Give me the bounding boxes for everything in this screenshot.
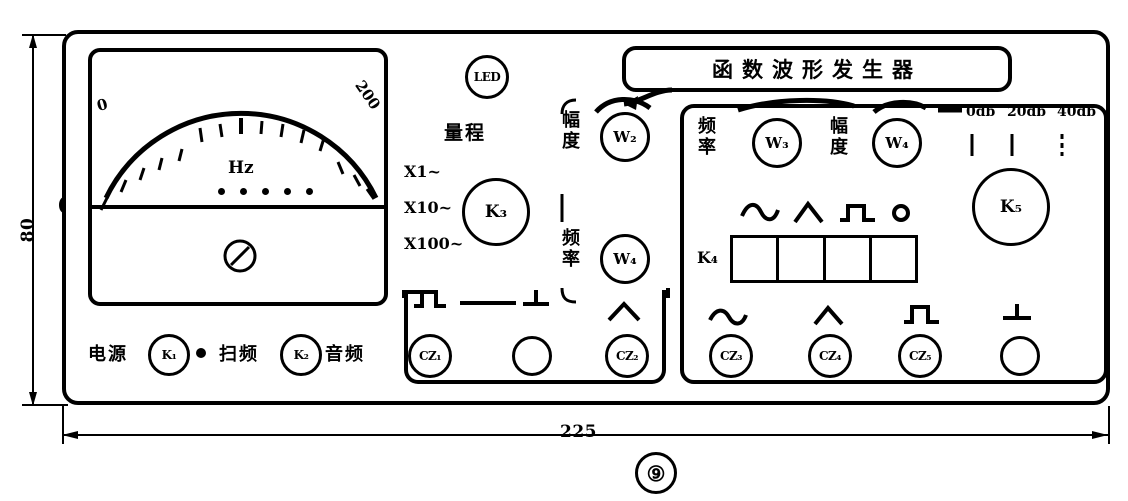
w2-label: W₂ bbox=[613, 128, 637, 146]
triangle-wave-icon bbox=[793, 200, 824, 224]
amplitude-pot-w2[interactable]: W₂ bbox=[600, 112, 650, 162]
ground-icon bbox=[523, 290, 549, 306]
waveform-selector-k4[interactable] bbox=[730, 235, 918, 283]
dim-height-label: 80 bbox=[18, 217, 38, 243]
attenuator-dash bbox=[938, 107, 962, 113]
w3-label: W₃ bbox=[765, 134, 789, 152]
output-jack-cz3[interactable]: CZ₃ bbox=[709, 334, 753, 378]
sweep-label: 扫频 bbox=[219, 344, 259, 365]
left-label-bracket bbox=[560, 98, 577, 304]
meter-dot bbox=[240, 188, 247, 195]
w4-range-arc bbox=[872, 100, 928, 115]
left-output-section bbox=[404, 290, 666, 384]
dim-ext-top bbox=[22, 34, 66, 36]
attenuator-knob-k5[interactable]: K₅ bbox=[972, 168, 1050, 246]
k4-button-sine[interactable] bbox=[733, 238, 780, 280]
sine-wave-icon bbox=[708, 308, 748, 326]
power-indicator-dot bbox=[196, 348, 206, 358]
power-label: 电源 bbox=[88, 344, 128, 365]
frequency-pot-w3[interactable]: W₃ bbox=[752, 118, 802, 168]
k5-label: K₅ bbox=[999, 197, 1023, 217]
triangle-wave-icon bbox=[813, 304, 844, 326]
amplitude-pot-w4[interactable]: W₄ bbox=[872, 118, 922, 168]
dim-width-label: 225 bbox=[560, 422, 597, 442]
meter-scale-arc bbox=[99, 110, 379, 211]
attenuator-ticks bbox=[970, 134, 1064, 156]
right-frequency-label: 频率 bbox=[695, 116, 716, 158]
left-frequency-label: 频率 bbox=[559, 228, 580, 270]
range-option-x1: X1~ bbox=[404, 162, 441, 181]
meter-dot bbox=[262, 188, 269, 195]
ground-icon bbox=[1003, 304, 1031, 320]
off-circle-icon bbox=[892, 204, 910, 222]
dim-ext-left bbox=[62, 406, 64, 444]
meter-dot bbox=[218, 188, 225, 195]
meter-divider bbox=[88, 205, 388, 209]
k4-button-triangle[interactable] bbox=[779, 238, 826, 280]
sine-wave-icon bbox=[740, 203, 780, 222]
frequency-pot-w4-left[interactable]: W₄ bbox=[600, 234, 650, 284]
output-jack-cz2[interactable]: CZ₂ bbox=[605, 334, 649, 378]
dim-ext-bottom bbox=[22, 404, 68, 406]
output-jack-cz5[interactable]: CZ₅ bbox=[898, 334, 942, 378]
w4-label: W₄ bbox=[885, 134, 909, 152]
range-selector-knob-k3[interactable]: K₃ bbox=[462, 178, 530, 246]
range-option-x100: X100~ bbox=[404, 234, 464, 253]
cz3-label: CZ₃ bbox=[719, 349, 743, 363]
square-wave-icon bbox=[904, 305, 939, 324]
meter-dot bbox=[284, 188, 291, 195]
square-wave-icon bbox=[840, 204, 875, 222]
left-sub-top-edge bbox=[402, 288, 670, 298]
output-jack-cz1[interactable]: CZ₁ bbox=[408, 334, 452, 378]
output-jack-cz4[interactable]: CZ₄ bbox=[808, 334, 852, 378]
k4-button-off[interactable] bbox=[872, 238, 915, 280]
range-knob-label: K₃ bbox=[484, 202, 508, 222]
led-label: LED bbox=[473, 70, 501, 84]
dim-ext-right bbox=[1108, 406, 1110, 444]
attenuator-label-20db: 20db bbox=[1007, 104, 1047, 120]
range-option-x10: X10~ bbox=[404, 198, 453, 217]
meter-dot bbox=[306, 188, 313, 195]
attenuator-label-40db: 40db bbox=[1057, 104, 1097, 120]
k2-label: K₂ bbox=[293, 348, 309, 362]
dim-line-height bbox=[32, 34, 34, 406]
cz4-label: CZ₄ bbox=[818, 349, 842, 363]
figure-number: ⑨ bbox=[635, 452, 677, 494]
k4-button-square[interactable] bbox=[826, 238, 872, 280]
square-wave-icon bbox=[414, 290, 446, 308]
ground-jack-left[interactable] bbox=[512, 336, 552, 376]
dim-arrows-width bbox=[62, 431, 1108, 439]
w3-range-arc bbox=[737, 97, 855, 113]
k1-label: K₁ bbox=[161, 348, 177, 362]
panel-title-plate: 函数波形发生器 bbox=[622, 46, 1012, 92]
meter-unit-label: Hz bbox=[228, 158, 254, 178]
audio-label: 音频 bbox=[325, 344, 365, 365]
sweep-switch-k2[interactable]: K₂ bbox=[280, 334, 322, 376]
waveform-selector-label-k4: K₄ bbox=[697, 248, 718, 267]
figure-number-text: ⑨ bbox=[646, 460, 666, 486]
dim-arrows-height bbox=[29, 34, 37, 406]
panel-title-text: 函数波形发生器 bbox=[712, 58, 922, 82]
ground-jack-right[interactable] bbox=[1000, 336, 1040, 376]
triangle-wave-icon bbox=[607, 301, 641, 322]
cz2-label: CZ₂ bbox=[615, 349, 639, 363]
connector-line bbox=[460, 301, 516, 305]
left-amplitude-label: 幅度 bbox=[559, 110, 580, 152]
power-switch-k1[interactable]: K₁ bbox=[148, 334, 190, 376]
led-indicator: LED bbox=[465, 55, 509, 99]
cz5-label: CZ₅ bbox=[908, 349, 932, 363]
w4-left-label: W₄ bbox=[613, 250, 637, 268]
attenuator-label-0db: 0db bbox=[966, 104, 996, 120]
right-amplitude-label: 幅度 bbox=[827, 116, 848, 158]
zero-adjust-screw[interactable] bbox=[222, 238, 258, 274]
range-label: 量程 bbox=[444, 122, 487, 144]
w2-range-arc bbox=[594, 96, 652, 114]
dim-line-width bbox=[62, 434, 1108, 436]
cz1-label: CZ₁ bbox=[418, 349, 442, 363]
